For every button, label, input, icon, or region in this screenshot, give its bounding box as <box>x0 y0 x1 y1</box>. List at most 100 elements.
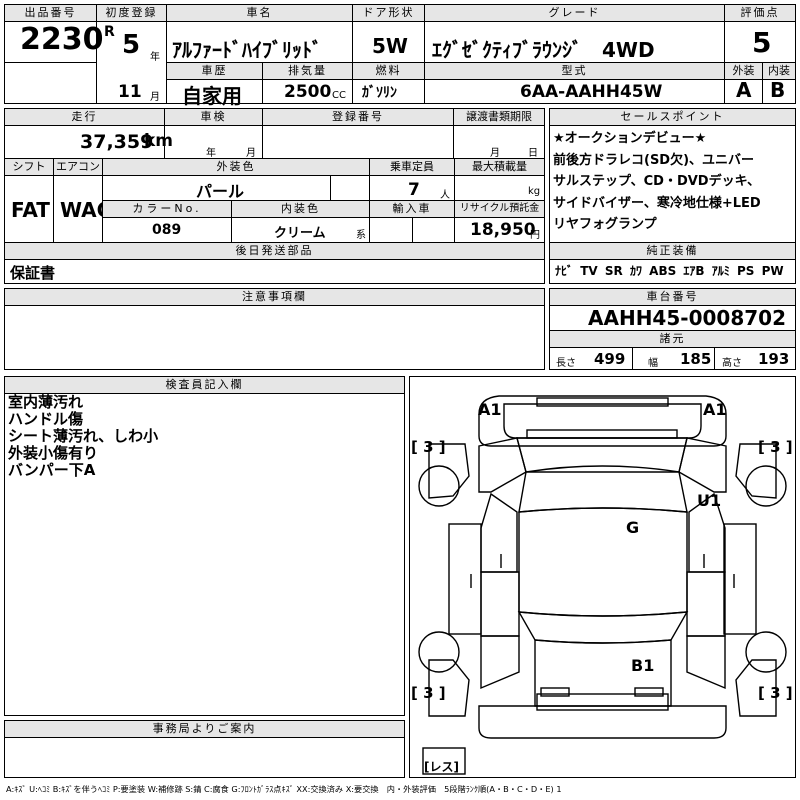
chassis-number: AAHH45-0008702 <box>588 306 786 330</box>
inspector-line: 室内薄汚れ <box>8 393 84 411</box>
legend: A:ｷｽﾞ U:ﾍｺﾐ B:ｷｽﾞを伴うﾍｺﾐ P:要塗装 W:補修跡 S:錆 … <box>6 784 562 794</box>
later-parts: 保証書 <box>10 264 56 282</box>
office-section <box>4 720 405 778</box>
chassis-header: 車台番号 <box>550 289 795 306</box>
load-unit: kg <box>528 186 541 197</box>
era: R <box>104 24 115 40</box>
vehicle-details-section <box>4 108 545 284</box>
notes-section <box>4 288 545 370</box>
equipment-header: 純正装備 <box>550 243 795 260</box>
equip-item: ｶﾜ <box>629 264 642 278</box>
deadline-month-unit: 月 <box>490 148 500 159</box>
sales-points-list: ★オークションデビュー★ 前後方ドラレコ(SD欠)、ユニバー サルステップ、CD… <box>553 128 761 236</box>
deadline-header: 譲渡書類期限 <box>454 109 544 126</box>
inspector-line: バンパー下A <box>8 461 96 479</box>
model-header: 型式 <box>425 63 724 80</box>
sales-point-line: リヤフォグランプ <box>553 217 657 232</box>
car-history: 自家用 <box>182 84 242 108</box>
tire-front-right-value: 3 <box>770 438 781 456</box>
equip-item: ｱﾙﾐ <box>711 264 730 278</box>
car-diagram <box>409 376 796 778</box>
equip-item: PW <box>761 264 784 278</box>
interior-color-header: 内装色 <box>232 201 369 218</box>
spec-header: 諸元 <box>550 331 795 348</box>
reg-number-header: 登録番号 <box>263 109 453 126</box>
equipment-list: ﾅﾋﾞ TV SR ｶﾜ ABS ｴｱB ｱﾙﾐ PS PW <box>555 262 784 279</box>
equip-item: ABS <box>649 264 677 278</box>
inspection-month-unit: 月 <box>246 148 256 159</box>
mileage-unit: km <box>144 131 174 151</box>
length-label: 長さ <box>556 358 576 369</box>
sales-point-line: サルステップ、CD・DVDデッキ、 <box>553 174 761 189</box>
tire-rear-left: [ 3 ] <box>411 684 446 702</box>
car-outline <box>418 395 787 775</box>
damage-label-g: G <box>626 518 640 537</box>
shift: FAT <box>11 198 50 222</box>
tire-rear-right-value: 3 <box>770 684 781 702</box>
sales-point-line: ★オークションデビュー★ <box>553 131 707 146</box>
score-header: 評価点 <box>725 5 795 22</box>
car-name: ｱﾙﾌｧｰﾄﾞﾊｲﾌﾞﾘｯﾄﾞ <box>172 38 322 62</box>
model-code: 6AA-AAHH45W <box>520 82 663 102</box>
lot-number: 2230 <box>20 22 104 57</box>
notes-header: 注意事項欄 <box>5 289 544 306</box>
load-header: 最大積載量 <box>455 159 544 176</box>
capacity: 7 <box>408 180 420 200</box>
grade-header: グレード <box>425 5 724 22</box>
inspector-section <box>4 376 405 716</box>
inspector-line: シート薄汚れ、しわ小 <box>8 427 159 445</box>
equip-item: PS <box>736 264 755 278</box>
tire-rear-left-value: 3 <box>423 684 434 702</box>
inspector-header: 検査員記入欄 <box>5 377 404 394</box>
exterior-grade-header: 外装 <box>725 63 762 80</box>
inspector-notes: 室内薄汚れ ハンドル傷 シート薄汚れ、しわ小 外装小傷有り バンパー下A <box>8 394 158 479</box>
height-value: 193 <box>758 350 790 368</box>
damage-label-b1: B1 <box>631 656 655 675</box>
equip-item: ｴｱB <box>683 264 705 278</box>
lot-header: 出品番号 <box>5 5 96 22</box>
sales-point-line: 前後方ドラレコ(SD欠)、ユニバー <box>553 152 755 168</box>
recycle-fee: 18,950 <box>470 220 536 240</box>
displacement: 2500 <box>284 82 332 102</box>
chassis-section <box>549 288 796 370</box>
color-no-header: カラーNo. <box>103 201 231 218</box>
tire-front-left: [ 3 ] <box>411 438 446 456</box>
car-name-header: 車名 <box>167 5 352 22</box>
sales-points-header: セールスポイント <box>550 109 795 126</box>
capacity-unit: 人 <box>440 190 450 201</box>
color-header: 外装色 <box>103 159 369 176</box>
tire-front-left-value: 3 <box>423 438 434 456</box>
sales-points-section <box>549 108 796 284</box>
displacement-unit: CC <box>332 90 346 101</box>
history-header: 車歴 <box>167 63 262 80</box>
damage-label-u1: U1 <box>697 491 722 510</box>
interior-color: クリーム <box>274 226 326 241</box>
interior-color-unit: 系 <box>356 230 366 241</box>
equip-item: SR <box>604 264 623 278</box>
ac-header: エアコン <box>54 159 102 176</box>
reg-month: 11 <box>118 82 142 102</box>
first-reg-header: 初度登録 <box>97 5 166 22</box>
interior-grade-header: 内装 <box>763 63 795 80</box>
mileage: 37,359 <box>80 131 154 153</box>
fuel: ｶﾞｿﾘﾝ <box>362 85 397 101</box>
width-label: 幅 <box>648 358 658 369</box>
inspector-line: ハンドル傷 <box>8 410 84 428</box>
office-header: 事務局よりご案内 <box>5 721 404 738</box>
recycle-header: リサイクル預託金 <box>455 201 544 218</box>
spare-tire: [レス] <box>424 760 459 774</box>
interior-grade: B <box>770 78 786 102</box>
equip-item: ﾅﾋﾞ <box>555 264 574 278</box>
sales-point-line: サイドバイザー、寒冷地仕様+LED <box>553 195 761 211</box>
equip-item: TV <box>580 264 598 278</box>
reg-year-unit: 年 <box>150 52 160 63</box>
recycle-fee-unit: 円 <box>530 230 540 241</box>
damage-label-a1-left: A1 <box>478 400 502 419</box>
shift-header: シフト <box>5 159 53 176</box>
inspector-line: 外装小傷有り <box>8 444 99 462</box>
spare-tire-value: レス <box>429 760 454 774</box>
inspection-header: 車検 <box>165 109 262 126</box>
score: 5 <box>752 26 772 59</box>
header-section <box>4 4 796 104</box>
fuel-header: 燃料 <box>353 63 424 80</box>
